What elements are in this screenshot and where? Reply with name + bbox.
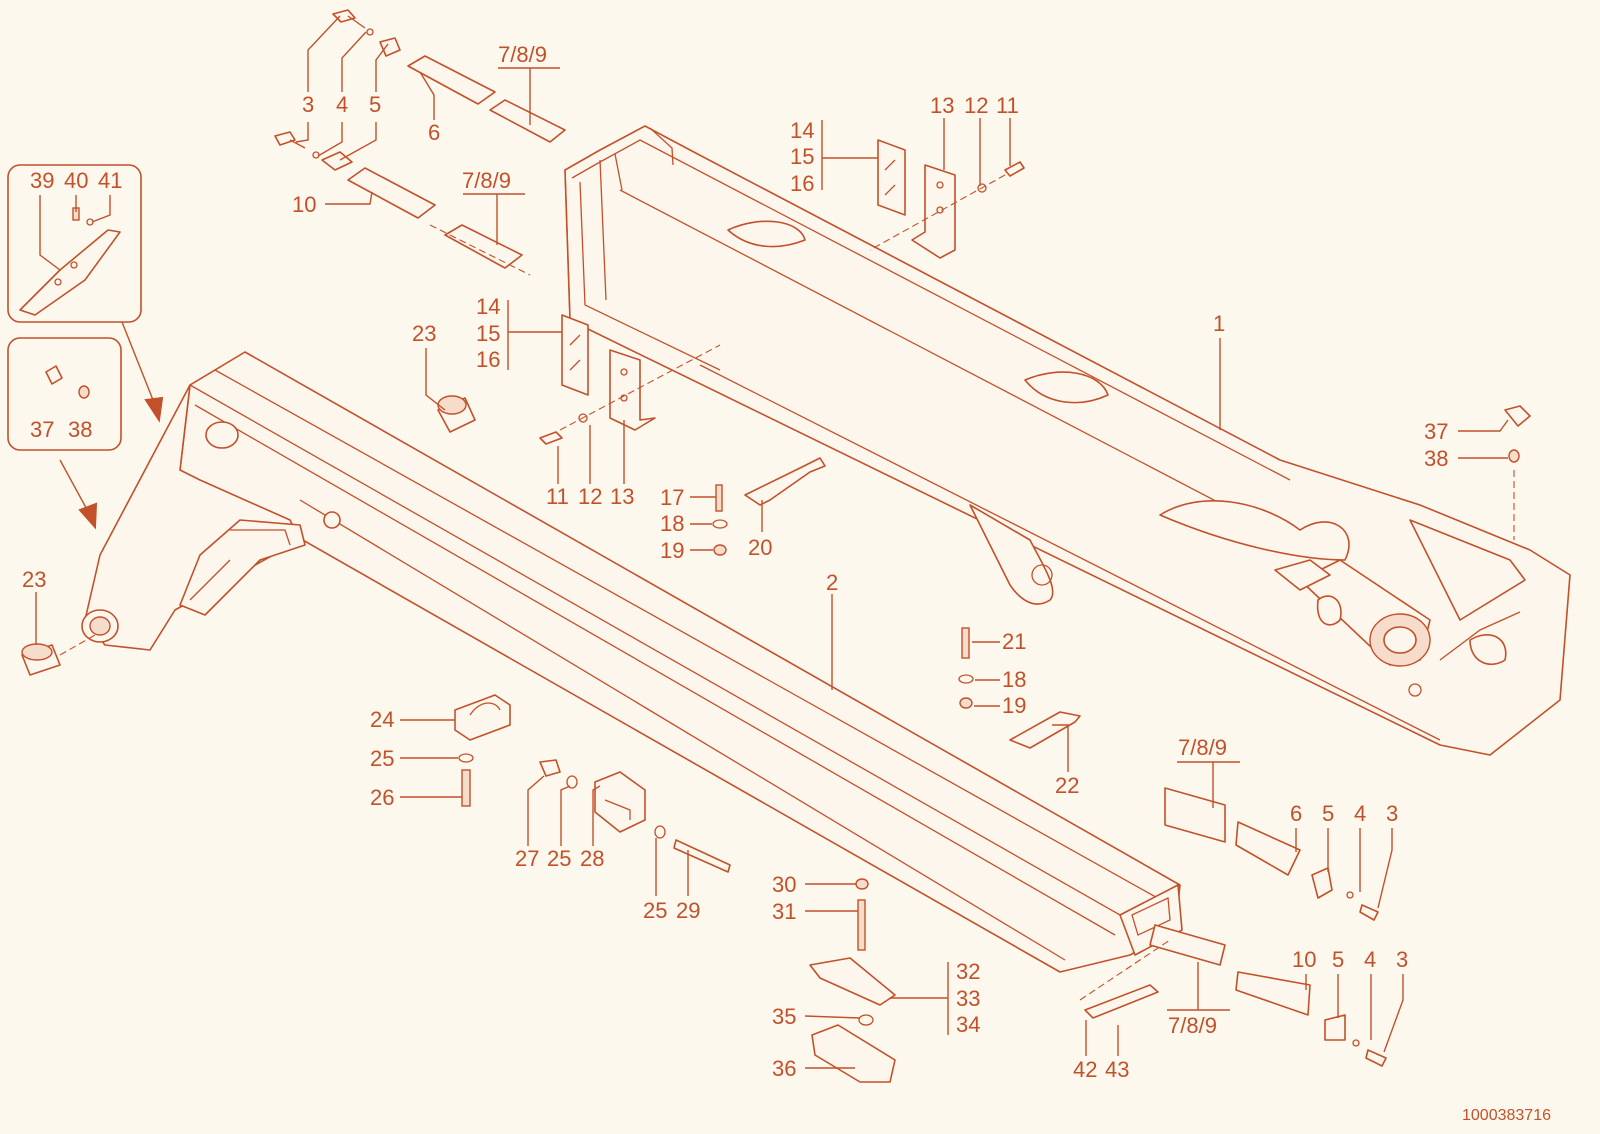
callout-11: 11 xyxy=(546,484,569,509)
callout-6: 6 xyxy=(1290,801,1302,826)
callout-3: 3 xyxy=(1386,801,1398,826)
lower-wear-pad-group xyxy=(1079,787,1387,1067)
bushing-23-group xyxy=(21,395,476,676)
callout-12: 12 xyxy=(578,484,602,509)
callout-31: 31 xyxy=(772,899,796,924)
callout-6: 6 xyxy=(428,120,440,145)
callout-5: 5 xyxy=(1332,947,1344,972)
callout-2: 2 xyxy=(826,570,838,595)
callout-30: 30 xyxy=(772,872,796,897)
callout-35: 35 xyxy=(772,1004,796,1029)
middle-shim-bracket-group xyxy=(539,314,721,445)
callout-42: 42 xyxy=(1073,1057,1097,1082)
callout-34: 34 xyxy=(956,1012,980,1037)
slider-block-28-group xyxy=(539,759,731,873)
callout-20: 20 xyxy=(748,535,772,560)
part-1-outer-boom xyxy=(564,125,1571,756)
callout-27: 27 xyxy=(515,846,539,871)
upper-shim-bracket-group xyxy=(869,139,1025,259)
callout-17: 17 xyxy=(660,485,684,510)
callout-16: 16 xyxy=(476,347,500,372)
callout-16: 16 xyxy=(790,171,814,196)
inset-37-38 xyxy=(7,337,122,451)
callout-labels: 3 4 5 7/8/9 6 10 7/8/9 39 40 41 37 38 14… xyxy=(22,42,1448,1082)
callout-4: 4 xyxy=(1354,801,1366,826)
plate-22-group xyxy=(958,627,1081,749)
callout-1: 1 xyxy=(1213,311,1225,336)
callout-13: 13 xyxy=(930,93,954,118)
callout-3: 3 xyxy=(1396,947,1408,972)
callout-10: 10 xyxy=(1292,947,1316,972)
callout-41: 41 xyxy=(98,168,122,193)
plate-32-36-group xyxy=(809,878,896,1083)
callout-24: 24 xyxy=(370,707,394,732)
callout-3: 3 xyxy=(302,92,314,117)
callout-26: 26 xyxy=(370,785,394,810)
callout-13: 13 xyxy=(610,484,634,509)
callout-7-8-9: 7/8/9 xyxy=(1178,735,1227,760)
callout-40: 40 xyxy=(64,168,88,193)
callout-10: 10 xyxy=(292,192,316,217)
callout-39: 39 xyxy=(30,168,54,193)
callout-11: 11 xyxy=(996,93,1019,118)
callout-33: 33 xyxy=(956,986,980,1011)
callout-28: 28 xyxy=(580,846,604,871)
callout-18: 18 xyxy=(1002,667,1026,692)
callout-19: 19 xyxy=(1002,693,1026,718)
callout-32: 32 xyxy=(956,959,980,984)
callout-15: 15 xyxy=(790,144,814,169)
callout-19: 19 xyxy=(660,538,684,563)
drawing-reference-number: 1000383716 xyxy=(1462,1107,1551,1124)
callout-18: 18 xyxy=(660,511,684,536)
callout-5: 5 xyxy=(1322,801,1334,826)
callout-4: 4 xyxy=(1364,947,1376,972)
callout-22: 22 xyxy=(1055,773,1079,798)
callout-7-8-9: 7/8/9 xyxy=(462,168,511,193)
callout-36: 36 xyxy=(772,1056,796,1081)
callout-38: 38 xyxy=(1424,446,1448,471)
callout-23: 23 xyxy=(22,567,46,592)
callout-21: 21 xyxy=(1002,629,1026,654)
callout-4: 4 xyxy=(336,92,348,117)
inset-pointer-arrows xyxy=(59,321,164,530)
callout-5: 5 xyxy=(369,92,381,117)
callout-25: 25 xyxy=(370,746,394,771)
callout-7-8-9: 7/8/9 xyxy=(1168,1013,1217,1038)
callout-12: 12 xyxy=(964,93,988,118)
callout-14: 14 xyxy=(790,118,814,143)
callout-7-8-9: 7/8/9 xyxy=(498,42,547,67)
leader-lines xyxy=(35,15,1509,1069)
callout-23: 23 xyxy=(412,321,436,346)
callout-25: 25 xyxy=(547,846,571,871)
callout-43: 43 xyxy=(1105,1057,1129,1082)
top-wear-pad-group xyxy=(274,9,566,276)
part-2-inner-boom xyxy=(81,351,1183,973)
callout-25: 25 xyxy=(643,898,667,923)
fitting-37-38-right xyxy=(1504,405,1531,540)
callout-29: 29 xyxy=(676,898,700,923)
bearing-block-24-group xyxy=(454,694,511,807)
inset-39-40-41 xyxy=(7,164,142,323)
callout-37: 37 xyxy=(1424,419,1448,444)
callout-37: 37 xyxy=(30,417,54,442)
callout-38: 38 xyxy=(68,417,92,442)
callout-15: 15 xyxy=(476,321,500,346)
callout-14: 14 xyxy=(476,294,500,319)
